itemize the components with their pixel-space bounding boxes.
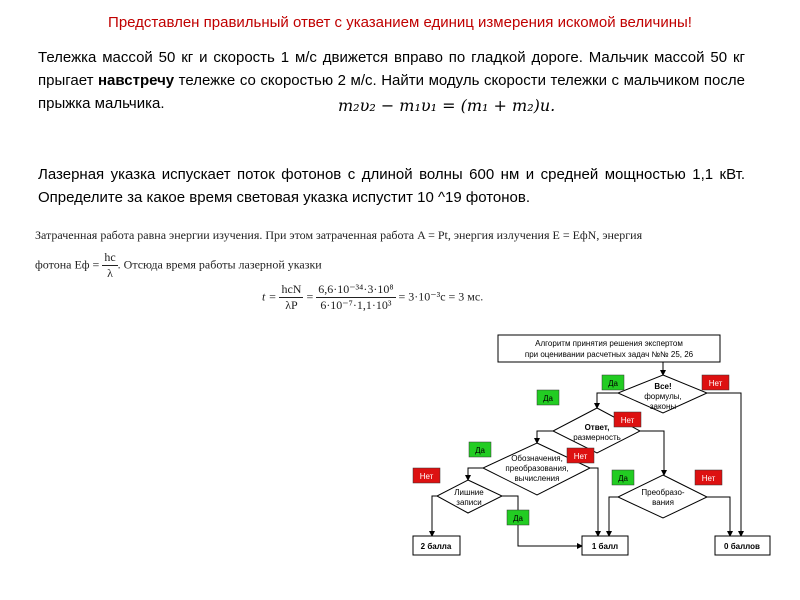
score-0-label: 0 баллов <box>724 542 760 551</box>
no-tag <box>694 469 723 486</box>
solution-line-1: Затраченная работа равна энергии изучени… <box>35 228 643 242</box>
no-tag-label: Нет <box>709 379 723 388</box>
no-tag <box>613 411 642 428</box>
solution-text: . Отсюда время работы лазерной указки <box>117 257 322 272</box>
yes-tag <box>468 441 492 458</box>
score-2-label: 2 балла <box>421 542 452 551</box>
no-tag-label: Нет <box>574 452 588 461</box>
decision-extra-records <box>435 479 504 514</box>
fraction-numerator: 6,6·10⁻³⁴·3·10⁸ <box>316 282 396 298</box>
fraction-denominator: λP <box>285 298 298 312</box>
score-2-box <box>412 535 461 556</box>
problem-1-emphasis: навстречу <box>98 72 175 89</box>
flowchart-header-box <box>497 334 721 363</box>
yes-tag-label: Да <box>475 446 485 455</box>
fraction-denominator: 6·10⁻⁷·1,1·10³ <box>320 298 392 312</box>
score-1-box <box>581 535 629 556</box>
decision-transformations <box>616 474 709 519</box>
no-tag-label: Нет <box>621 416 635 425</box>
problem-1-text-before: Тележка массой 50 кг и скорость 1 м/с дв… <box>38 49 745 89</box>
connector <box>640 430 667 476</box>
yes-tag-label: Да <box>618 474 628 483</box>
connector <box>606 496 618 537</box>
connector <box>707 496 733 537</box>
no-tag <box>566 447 595 464</box>
no-tag-label: Нет <box>702 474 716 483</box>
connector <box>594 392 618 409</box>
connector <box>429 495 437 537</box>
yes-tag-label: Да <box>608 379 618 388</box>
equation-rhs: = 3·10⁻³c = 3 мс. <box>395 289 484 304</box>
decision-text: Преобразо- <box>641 488 685 497</box>
connector <box>590 467 601 537</box>
decision-text: записи <box>456 498 481 507</box>
decision-formulas <box>616 374 709 414</box>
fraction-numerator: hcN <box>279 282 304 298</box>
flowchart-connectors <box>429 362 744 549</box>
decision-text: формулы, <box>644 392 682 401</box>
equation-lhs: t = <box>262 289 280 304</box>
decision-text: Обозначения, <box>511 454 563 463</box>
header-line-1: Алгоритм принятия решения экспертом <box>535 339 683 348</box>
header-line-2: при оценивании расчетных задач №№ 25, 26 <box>525 350 694 359</box>
yes-tag-label: Да <box>513 514 523 523</box>
problem-1-text: Тележка массой 50 кг и скорость 1 м/с дв… <box>38 46 745 115</box>
problem-1-text-after: тележке со скоростью 2 м/с. Найти модуль… <box>38 72 745 112</box>
slide-title: Представлен правильный ответ с указанием… <box>108 14 692 31</box>
decision-text: вычисления <box>515 474 560 483</box>
no-tag-label: Нет <box>420 472 434 481</box>
fraction-denominator: λ <box>107 266 113 280</box>
decision-text: размерность <box>573 433 621 442</box>
yes-tag-label: Да <box>543 394 553 403</box>
score-0-box <box>714 535 771 556</box>
momentum-formula: m₂υ₂ − m₁υ₁ = (m₁ + m₂)u. <box>338 96 556 115</box>
decision-text: преобразования, <box>505 464 568 473</box>
fraction-numerator: hc <box>102 250 118 266</box>
connector <box>534 430 553 444</box>
yes-tag <box>506 509 530 526</box>
decision-text: Ответ, <box>585 423 610 432</box>
score-1-label: 1 балл <box>592 542 618 551</box>
no-tag <box>412 467 441 484</box>
decision-text: вания <box>652 498 674 507</box>
problem-2-text: Лазерная указка испускает поток фотонов … <box>38 166 745 206</box>
connector <box>465 467 483 481</box>
yes-tag <box>601 374 625 391</box>
yes-tag <box>611 469 635 486</box>
yes-tag <box>536 389 560 406</box>
decision-text: Лишние <box>454 488 484 497</box>
connector <box>707 392 744 537</box>
solution-text: фотона Eф = <box>35 257 103 272</box>
decision-text: законы <box>650 402 677 411</box>
no-tag <box>701 374 730 391</box>
decision-text: Все! <box>654 382 671 391</box>
